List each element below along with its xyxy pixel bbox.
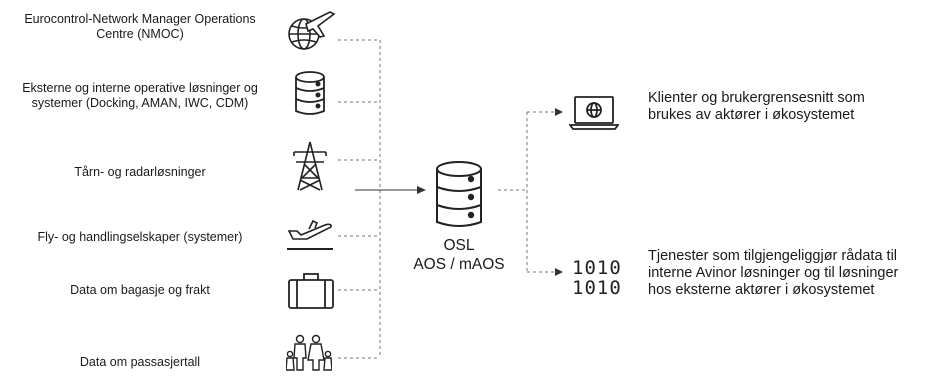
database-icon — [293, 70, 327, 118]
source-label-tower-radar: Tårn- og radarløsninger — [74, 165, 206, 179]
airplane-takeoff-icon — [285, 217, 335, 253]
source-label-baggage: Data om bagasje og frakt — [70, 283, 210, 297]
hub-subtitle: AOS / mAOS — [413, 256, 505, 273]
suitcase-icon — [287, 270, 335, 310]
transmission-tower-icon — [290, 140, 330, 192]
source-label-airlines: Fly- og handlingselskaper (systemer) — [37, 230, 243, 244]
family-icon — [286, 334, 332, 372]
hub-label: OSL AOS / mAOS — [399, 236, 519, 274]
source-label-passengers: Data om passasjertall — [79, 355, 201, 369]
globe-airplane-icon — [284, 6, 336, 54]
output-label-services: Tjenester som tilgjengeliggjør rådata ti… — [648, 248, 899, 298]
hub-database-icon — [433, 160, 485, 232]
hub-title: OSL — [443, 237, 475, 254]
source-label-operative-systems: Eksterne og interne operative løsninger … — [22, 81, 258, 110]
laptop-globe-icon — [569, 95, 619, 131]
